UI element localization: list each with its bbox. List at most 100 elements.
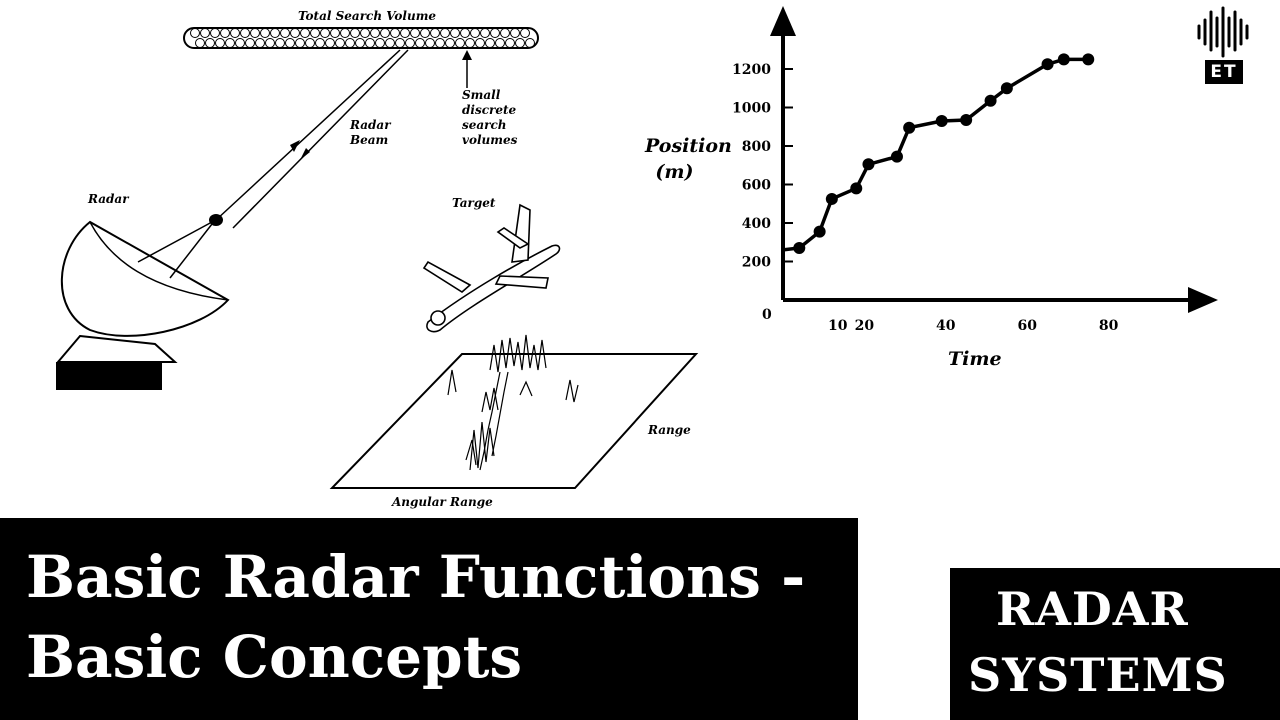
search-cell xyxy=(205,38,215,48)
data-point xyxy=(984,94,997,107)
x-tick-label: 40 xyxy=(936,318,956,334)
small-volumes-line: volumes xyxy=(462,133,518,147)
logo-text: ET xyxy=(1205,60,1243,84)
x-tick-label: 10 xyxy=(828,318,848,334)
y-axis-arrowhead xyxy=(770,6,796,36)
chart-series xyxy=(782,53,1095,255)
radar-beam-line-label: Radar xyxy=(350,118,391,132)
target-label: Target xyxy=(452,196,496,210)
title-line-1: Basic Radar Functions - xyxy=(26,543,806,611)
y-tick-label: 800 xyxy=(742,139,771,155)
search-cell xyxy=(330,28,340,38)
search-cell xyxy=(410,28,420,38)
title-line-2: Basic Concepts xyxy=(26,623,523,691)
search-cell xyxy=(350,28,360,38)
x-axis-arrowhead xyxy=(1188,287,1218,313)
small-volumes-arrowhead xyxy=(462,50,472,60)
search-cell xyxy=(355,38,365,48)
x-axis-label: Time xyxy=(948,348,1002,370)
origin-label: 0 xyxy=(762,307,772,323)
search-cell xyxy=(380,28,390,38)
search-cell xyxy=(310,28,320,38)
angular-range-label: Angular Range xyxy=(392,495,493,509)
data-point xyxy=(935,114,948,127)
search-cell xyxy=(430,28,440,38)
radar-beam-label: Radar Beam xyxy=(350,118,391,148)
data-point xyxy=(960,114,973,127)
small-volumes-line: Small xyxy=(462,88,501,102)
x-tick-label: 20 xyxy=(855,318,875,334)
search-cell xyxy=(450,28,460,38)
y-axis-label: Position (m) xyxy=(645,133,732,185)
data-point xyxy=(1000,82,1013,95)
search-cell xyxy=(400,28,410,38)
search-cell xyxy=(360,28,370,38)
radar-beam-line-label: Beam xyxy=(350,133,389,147)
search-cell xyxy=(280,28,290,38)
search-cell xyxy=(325,38,335,48)
ground-plane xyxy=(329,353,699,489)
small-volumes-line: discrete xyxy=(462,103,517,117)
search-cell xyxy=(265,38,275,48)
search-cell xyxy=(245,38,255,48)
brand-logo: ET xyxy=(1196,6,1254,84)
data-point xyxy=(890,150,903,163)
data-point xyxy=(903,121,916,134)
search-cell xyxy=(405,38,415,48)
search-cell xyxy=(500,28,510,38)
search-cell xyxy=(480,28,490,38)
course-badge: RADAR SYSTEMS xyxy=(950,568,1280,720)
small-volumes-label: Small discrete search volumes xyxy=(462,88,517,148)
search-cell xyxy=(455,38,465,48)
series-line xyxy=(782,57,1089,252)
search-cell xyxy=(425,38,435,48)
y-axis-label-line: (m) xyxy=(655,161,694,183)
search-cell xyxy=(220,28,230,38)
search-cell xyxy=(445,38,455,48)
search-cell xyxy=(375,38,385,48)
airplane-target-icon xyxy=(422,203,561,333)
search-cell xyxy=(190,28,200,38)
search-cell xyxy=(315,38,325,48)
y-tick-label: 1000 xyxy=(732,101,771,117)
ground-clutter xyxy=(447,334,579,471)
search-cell xyxy=(285,38,295,48)
search-cell xyxy=(440,28,450,38)
search-cell xyxy=(390,28,400,38)
search-cell xyxy=(345,38,355,48)
y-tick-label: 600 xyxy=(742,178,771,194)
search-cell xyxy=(300,28,310,38)
data-point xyxy=(1057,53,1070,66)
search-cell xyxy=(515,38,525,48)
search-cell xyxy=(200,28,210,38)
search-cell xyxy=(365,38,375,48)
search-cell xyxy=(415,38,425,48)
title-banner: Basic Radar Functions - Basic Concepts xyxy=(0,518,858,720)
search-cell xyxy=(520,28,530,38)
search-cell xyxy=(485,38,495,48)
y-tick-label: 1200 xyxy=(732,62,771,78)
beam-arrowhead-up xyxy=(290,140,300,152)
beam-arrowhead-down xyxy=(300,148,310,160)
search-cell xyxy=(195,38,205,48)
search-cell xyxy=(210,28,220,38)
data-point xyxy=(813,225,826,238)
search-cell xyxy=(275,38,285,48)
search-cell xyxy=(460,28,470,38)
search-cell xyxy=(465,38,475,48)
search-cell xyxy=(270,28,280,38)
search-cell xyxy=(295,38,305,48)
data-point xyxy=(862,158,875,171)
badge-line-2: SYSTEMS xyxy=(968,648,1228,702)
search-cell xyxy=(335,38,345,48)
search-cell xyxy=(435,38,445,48)
small-volumes-line: search xyxy=(462,118,507,132)
chart-axes xyxy=(770,6,1218,313)
search-cell xyxy=(525,38,535,48)
data-point xyxy=(850,182,863,195)
search-cell xyxy=(290,28,300,38)
